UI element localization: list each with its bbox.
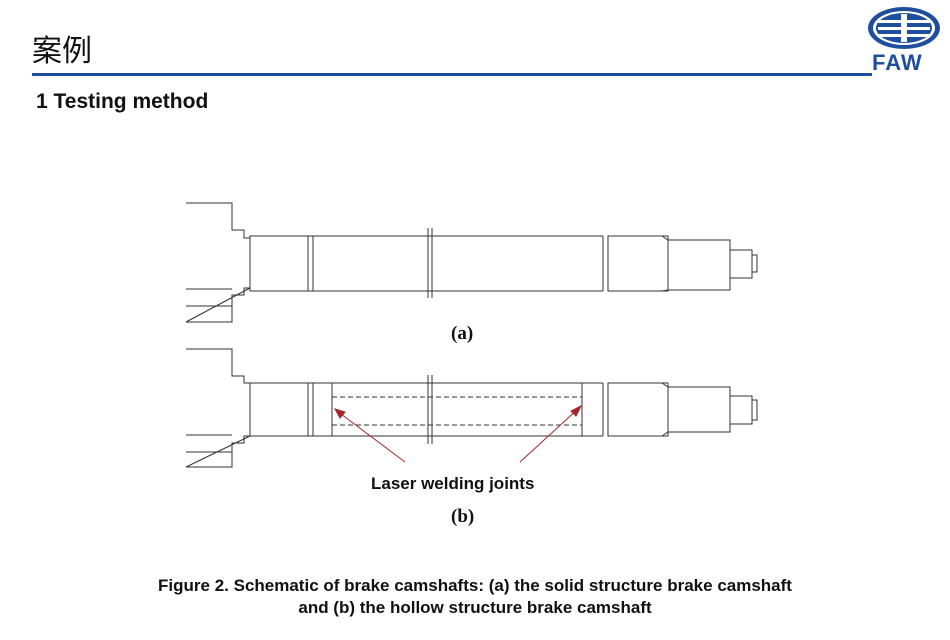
faw-logo-icon xyxy=(868,7,940,49)
section-heading: 1 Testing method xyxy=(36,90,209,113)
logo-text: FAW xyxy=(872,50,923,75)
hollow-camshaft-drawing xyxy=(185,348,758,468)
annotation-laser-welding: Laser welding joints xyxy=(371,474,535,493)
caption-line-2: and (b) the hollow structure brake camsh… xyxy=(298,598,652,617)
solid-camshaft-drawing xyxy=(185,202,758,323)
slide-title: 案例 xyxy=(32,34,92,69)
arrow-icon xyxy=(333,404,583,463)
figure-label-a: (a) xyxy=(451,323,474,344)
title-divider xyxy=(32,73,872,76)
caption-line-1: Figure 2. Schematic of brake camshafts: … xyxy=(158,576,792,595)
figure-label-b: (b) xyxy=(451,506,475,527)
figure-caption: Figure 2. Schematic of brake camshafts: … xyxy=(0,575,950,619)
